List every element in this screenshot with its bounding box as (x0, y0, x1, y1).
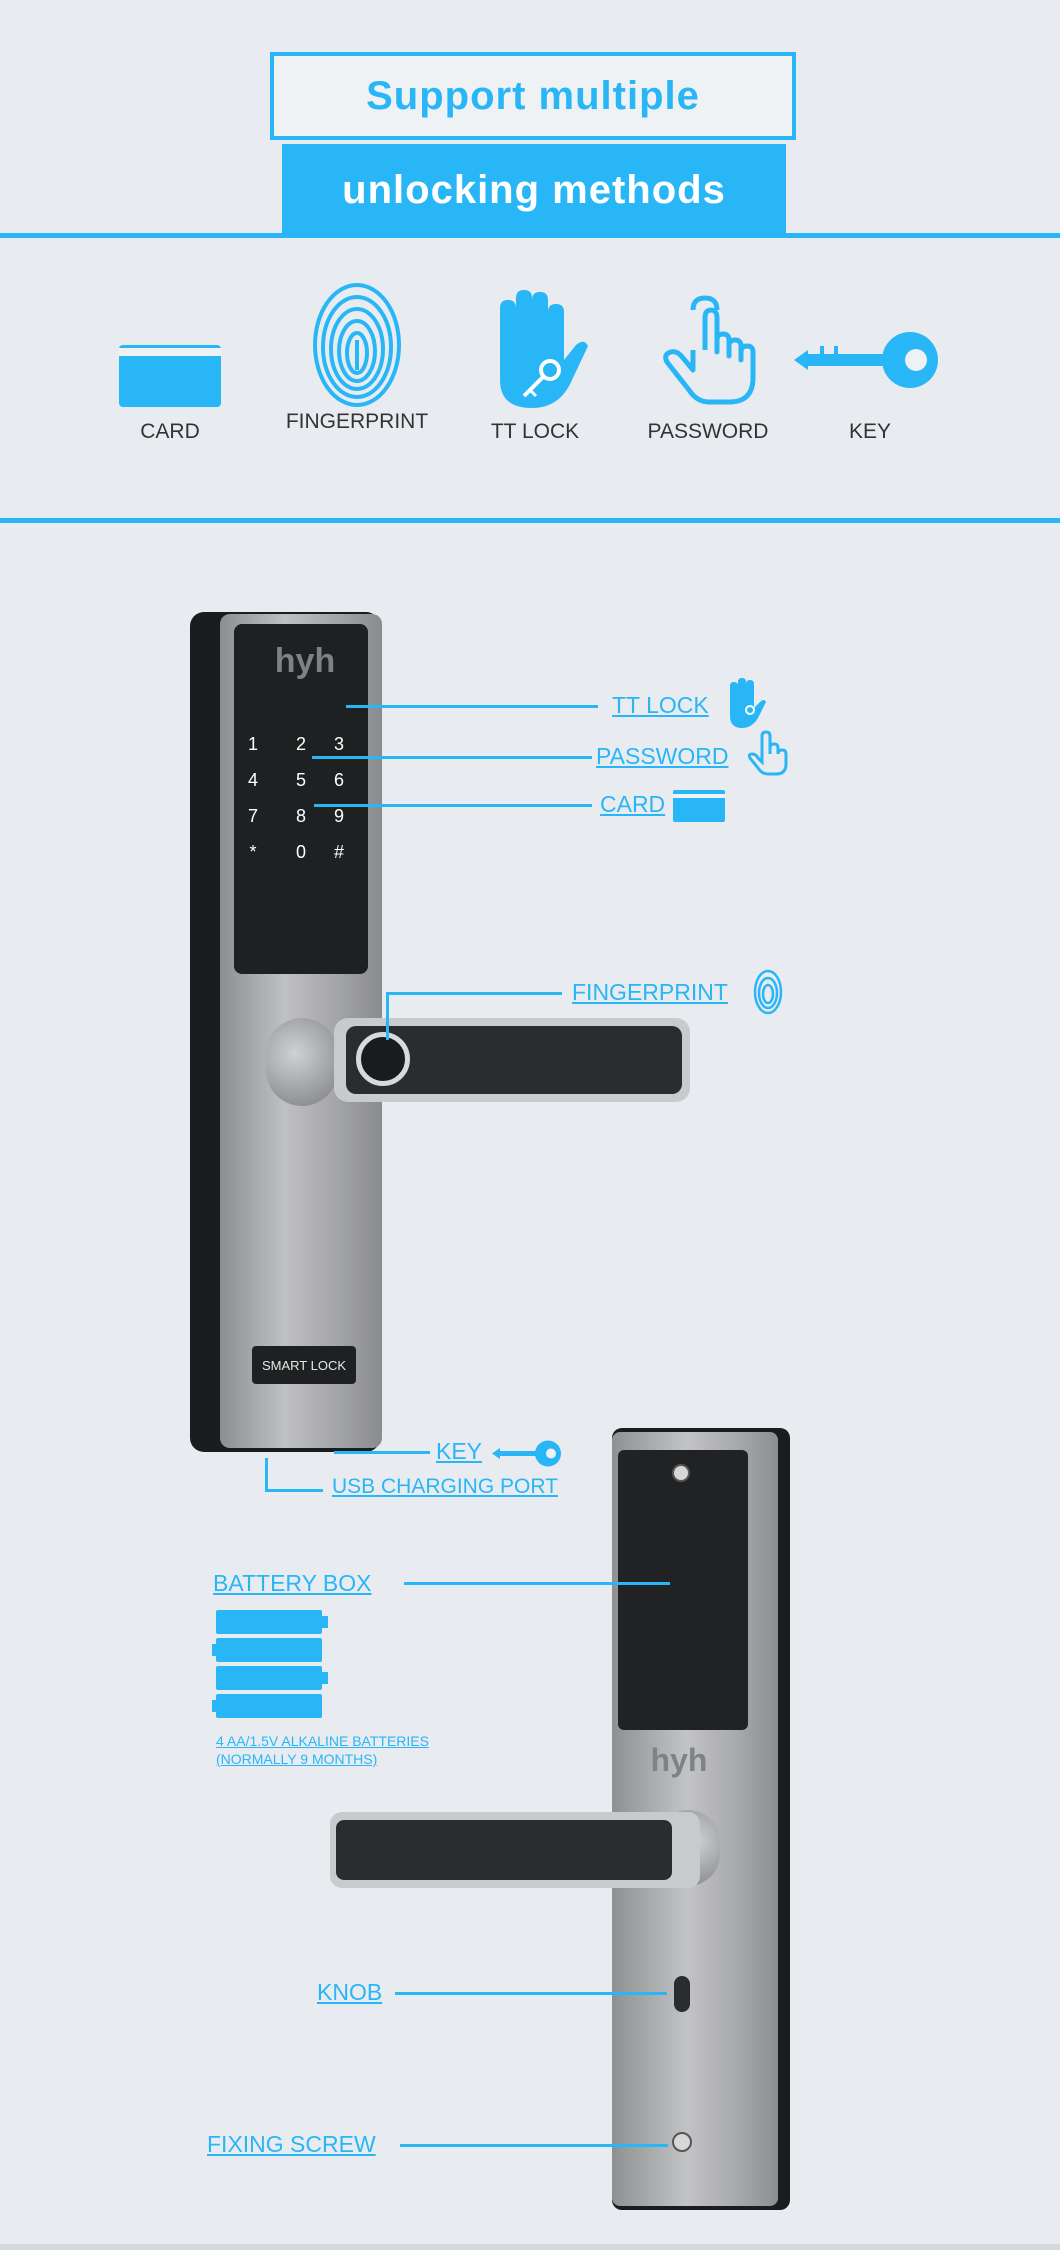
smart-lock-badge: SMART LOCK (252, 1346, 356, 1384)
front-handle-rose (266, 1018, 338, 1106)
callout-usb: USB CHARGING PORT (332, 1475, 558, 1498)
keypad-key[interactable]: 8 (295, 806, 306, 826)
method-tt-lock: TT LOCK (455, 290, 615, 444)
screw-icon (672, 1464, 690, 1482)
fingerprint-icon (313, 283, 401, 407)
battery-cover (618, 1450, 748, 1730)
method-password: PASSWORD (628, 290, 788, 444)
method-label: PASSWORD (647, 420, 769, 443)
header-title-box: Support multiple (270, 52, 796, 140)
knob[interactable] (674, 1976, 690, 2012)
knob-line (395, 1992, 667, 1995)
header-title-line2: unlocking methods (342, 167, 726, 212)
callout-card: CARD (600, 791, 666, 817)
header-subtitle-banner: unlocking methods (282, 144, 786, 236)
callout-knob: KNOB (317, 1979, 383, 2005)
footer-strip (0, 2244, 1060, 2250)
back-handle-panel (336, 1820, 672, 1880)
battery-note-2: (NORMALLY 9 MONTHS) (216, 1751, 378, 1767)
usb-line-v (265, 1458, 268, 1492)
keypad-key[interactable]: 6 (333, 770, 344, 790)
method-label: TT LOCK (490, 420, 580, 443)
password-line (312, 756, 592, 759)
divider-top (0, 233, 1060, 238)
keypad-key[interactable]: 0 (295, 842, 306, 862)
keypad-key[interactable]: 3 (333, 734, 344, 754)
usb-line-h (265, 1489, 323, 1492)
method-label: KEY (848, 420, 892, 443)
hand-key-icon (500, 290, 588, 408)
smart-lock-badge-text: SMART LOCK (261, 1357, 347, 1373)
callout-fixing-screw: FIXING SCREW (207, 2131, 376, 2157)
keypad: 1 2 3 4 5 6 7 8 9 * 0 # (234, 720, 368, 960)
divider-bottom (0, 518, 1060, 523)
callout-battery-box: BATTERY BOX (213, 1570, 372, 1596)
keypad-key[interactable]: 1 (247, 734, 258, 754)
battery-note-1: 4 AA/1.5V ALKALINE BATTERIES (216, 1733, 429, 1749)
fingerprint-line-v (386, 992, 389, 1040)
fixing-screw-icon (672, 2132, 692, 2152)
callout-key: KEY (436, 1438, 483, 1464)
keypad-key[interactable]: 9 (333, 806, 344, 826)
keypad-key[interactable]: 5 (295, 770, 306, 790)
fingerprint-line-h (386, 992, 562, 995)
password-touch-icon (747, 730, 788, 776)
card-line (314, 804, 592, 807)
batteries-icon (212, 1610, 328, 1718)
method-key: KEY (790, 290, 950, 444)
key-line (334, 1451, 430, 1454)
fixing-screw-line (400, 2144, 668, 2147)
keypad-key[interactable]: * (249, 842, 257, 862)
back-lock-brand: hyh (650, 1742, 708, 1778)
keypad-key[interactable]: 2 (295, 734, 306, 754)
keypad-key[interactable]: 7 (247, 806, 258, 826)
callout-password: PASSWORD (596, 743, 729, 769)
battery-box-line (404, 1582, 670, 1585)
tt-lock-hand-icon (730, 678, 766, 728)
keypad-key[interactable]: # (333, 842, 344, 862)
key-icon (794, 332, 938, 388)
card-icon (119, 345, 221, 407)
method-label: CARD (140, 420, 200, 443)
method-fingerprint: FINGERPRINT (277, 283, 437, 434)
key-small-icon (492, 1440, 561, 1467)
header-title-line1: Support multiple (366, 73, 700, 118)
front-lock-panel (234, 624, 368, 974)
callout-fingerprint: FINGERPRINT (572, 979, 728, 1005)
tt-lock-line (346, 705, 598, 708)
fingerprint-sensor[interactable] (356, 1032, 410, 1086)
touch-hand-icon (663, 295, 756, 405)
card-small-icon (673, 790, 725, 822)
callout-tt-lock: TT LOCK (612, 692, 709, 718)
method-card: CARD (90, 290, 250, 444)
keypad-key[interactable]: 4 (247, 770, 258, 790)
fingerprint-small-icon (753, 969, 783, 1015)
front-lock-brand: hyh (274, 642, 336, 680)
method-label: FINGERPRINT (285, 410, 429, 433)
